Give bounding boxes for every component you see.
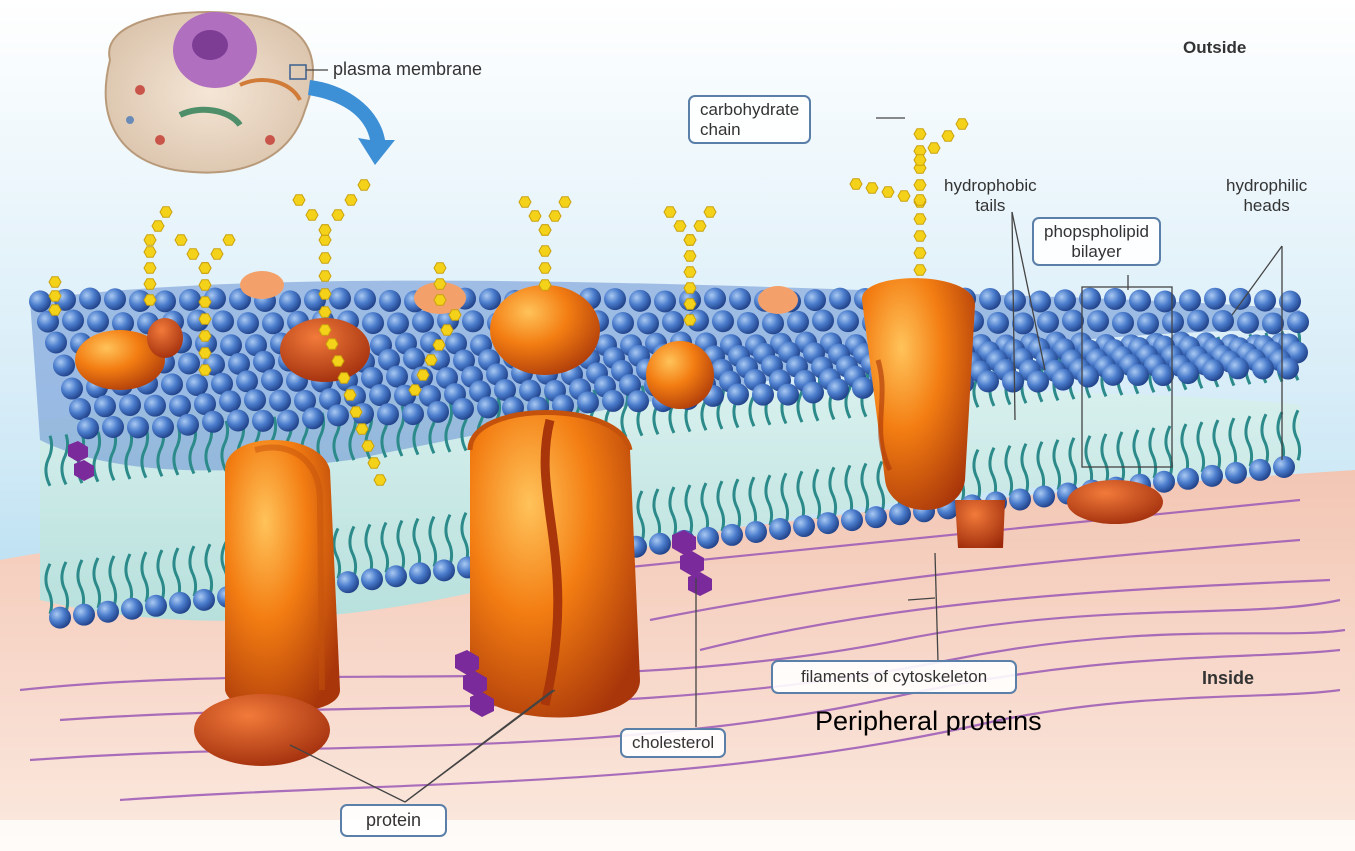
filaments-label: filaments of cytoskeleton bbox=[771, 660, 1017, 694]
carbohydrate-chain-label: carbohydrate chain bbox=[688, 95, 811, 144]
plasma-membrane-label: plasma membrane bbox=[333, 59, 482, 80]
hydrophobic-tails-label: hydrophobic tails bbox=[944, 176, 1037, 215]
outside-label: Outside bbox=[1183, 38, 1246, 58]
channel-protein bbox=[470, 413, 640, 718]
protein-label: protein bbox=[340, 804, 447, 837]
hydrophilic-heads-label: hydrophilic heads bbox=[1226, 176, 1307, 215]
peripheral-proteins-label: Peripheral proteins bbox=[815, 706, 1042, 737]
phospholipid-bilayer-label: phopspholipid bilayer bbox=[1032, 217, 1161, 266]
cell-inset bbox=[106, 12, 313, 173]
cholesterol-label: cholesterol bbox=[620, 728, 726, 758]
inside-label: Inside bbox=[1202, 668, 1254, 689]
